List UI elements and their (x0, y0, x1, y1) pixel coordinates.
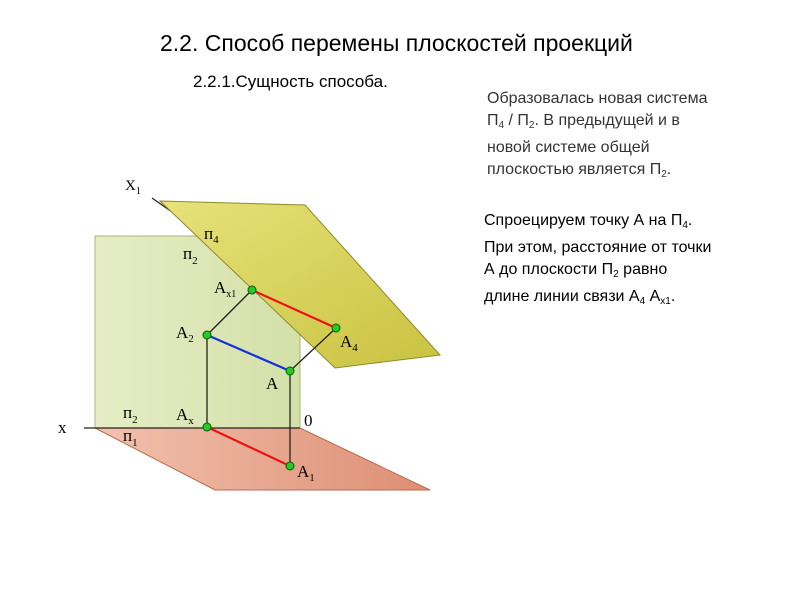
point-ax (202, 422, 212, 432)
segment-ax-a1 (206, 426, 291, 467)
label-origin: 0 (304, 411, 313, 430)
section-subtitle: 2.2.1.Сущность способа. (193, 72, 388, 91)
connection-line-a-a4 (289, 327, 337, 372)
label-x-axis: x (58, 418, 67, 437)
page-title: 2.2. Способ перемены плоскостей проекций (160, 30, 633, 56)
label-pi1: п1 (123, 426, 138, 449)
paragraph-2-line-3: А до плоскости П2 равно (484, 261, 668, 280)
point-a4 (331, 323, 341, 333)
horizontal-plane-p1 (94, 427, 431, 491)
segment-ax1-a4 (251, 288, 337, 330)
label-a: A (266, 374, 279, 393)
paragraph-2-line-4: длине линии связи А4 Аx1. (484, 288, 676, 307)
explanation-paragraph-2: Спроецируем точку А на П4. При этом, рас… (484, 210, 711, 313)
connection-line-a2-ax1 (206, 289, 253, 336)
paragraph-2-line-1: Спроецируем точку А на П4. (484, 212, 693, 231)
paragraph-1-line-4: плоскостью является П2. (487, 161, 672, 180)
diagram-points (202, 285, 341, 471)
paragraph-2-line-2: При этом, расстояние от точки (484, 239, 712, 256)
label-x1-axis: X1 (125, 178, 141, 197)
point-a2 (202, 330, 212, 340)
paragraph-1-line-3: новой системе общей (487, 139, 650, 156)
label-a4: A4 (340, 332, 358, 354)
label-a1: A1 (297, 462, 315, 484)
point-a (285, 366, 295, 376)
paragraph-1-line-2: П4 / П2. В предыдущей и в (487, 112, 680, 131)
paragraph-1-line-1: Образовалась новая система (487, 90, 708, 107)
point-a1 (285, 461, 295, 471)
label-ax: Ax (176, 405, 194, 427)
label-pi4: п4 (204, 224, 219, 246)
label-pi2-upper: п2 (183, 244, 198, 267)
label-ax1: Ax1 (214, 278, 236, 300)
point-ax1 (247, 285, 257, 295)
label-a2: A2 (176, 323, 194, 345)
segment-a2-a (206, 333, 291, 373)
new-plane-p4 (158, 200, 442, 369)
label-pi2-lower: п2 (123, 403, 138, 426)
explanation-paragraph-1: Образовалась новая система П4 / П2. В пр… (487, 88, 707, 186)
